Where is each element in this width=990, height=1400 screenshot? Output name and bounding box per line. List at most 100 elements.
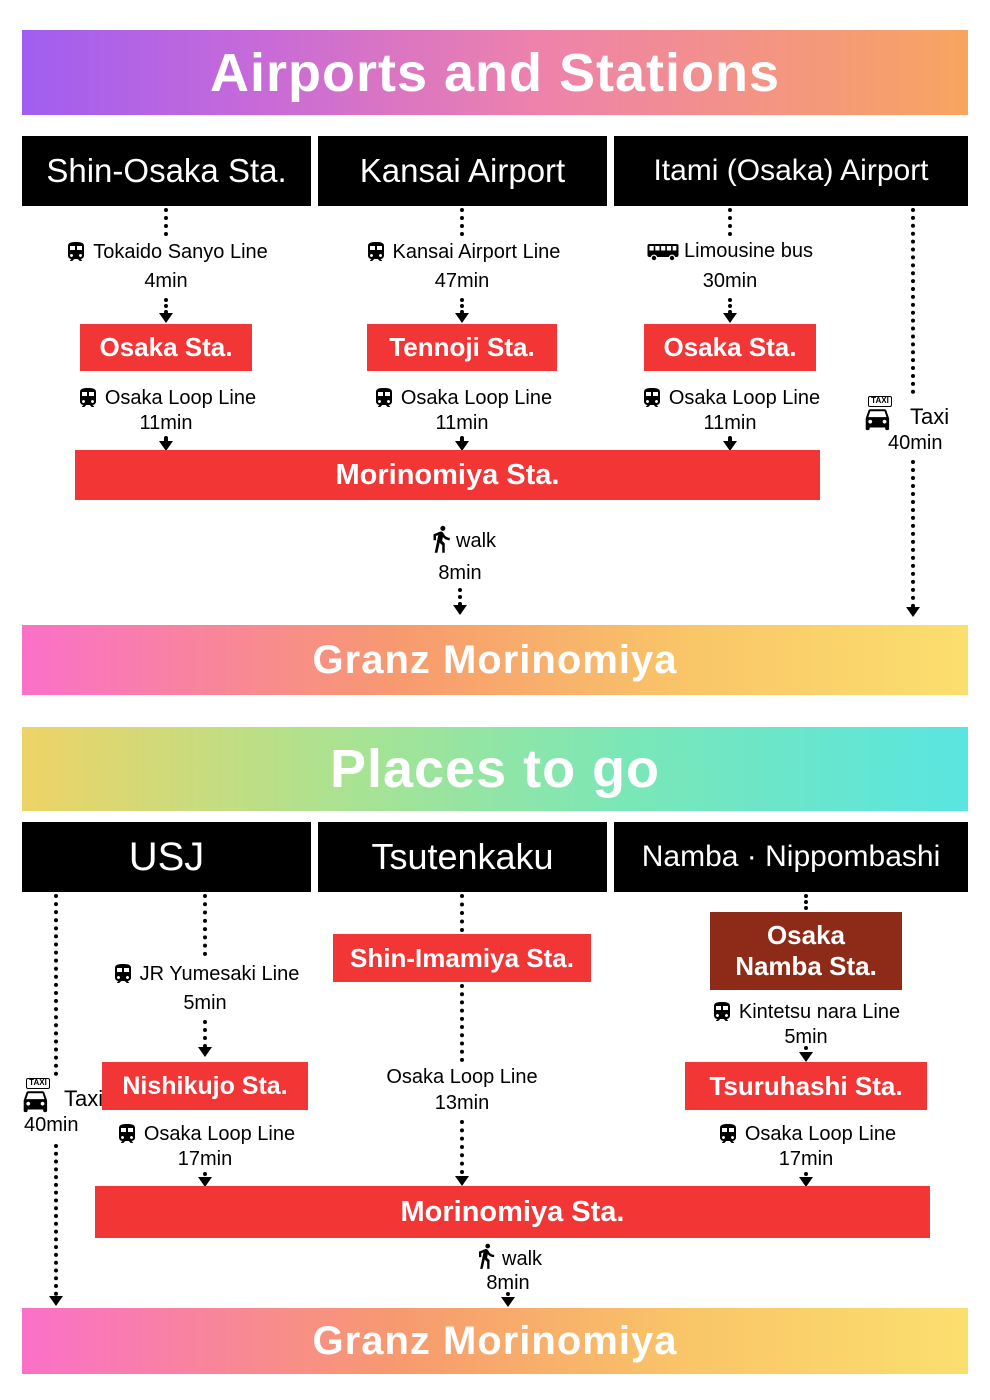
- line-name: Osaka Loop Line: [744, 1122, 897, 1145]
- station-box: Tsuruhashi Sta.: [685, 1062, 927, 1110]
- dotted-line: [506, 1292, 510, 1298]
- destination-banner: Granz Morinomiya: [22, 1308, 968, 1374]
- walk-label: walk: [502, 1248, 543, 1270]
- arrow-down-icon: [198, 1047, 212, 1057]
- duration: 17min: [177, 1148, 233, 1170]
- arrow-down-icon: [723, 313, 737, 323]
- dotted-line: [203, 1020, 207, 1048]
- taxi-icon: TAXI: [16, 1078, 60, 1116]
- arrow-down-icon: [159, 313, 173, 323]
- taxi-duration: 40min: [24, 1114, 79, 1136]
- duration: 4min: [144, 270, 188, 292]
- leg-route: Osaka Loop Line: [620, 386, 840, 410]
- dotted-line: [804, 1172, 808, 1178]
- line-name: Kintetsu nara Line: [738, 1000, 901, 1023]
- dotted-line: [728, 436, 732, 444]
- leg-route: Kansai Airport Line: [352, 240, 572, 264]
- section2-title-banner: Places to go: [22, 727, 968, 811]
- arrow-down-icon: [453, 605, 467, 615]
- line-name: Osaka Loop Line: [400, 386, 553, 409]
- dotted-line: [911, 208, 915, 394]
- arrow-down-icon: [159, 441, 173, 451]
- leg-route: Osaka Loop Line: [95, 1122, 315, 1146]
- arrow-down-icon: [723, 441, 737, 451]
- dotted-line: [728, 298, 732, 314]
- train-icon: [364, 240, 388, 264]
- origin-shin-osaka: Shin-Osaka Sta.: [22, 136, 311, 206]
- bus-icon: [647, 241, 679, 263]
- arrow-down-icon: [799, 1177, 813, 1187]
- duration: 11min: [139, 412, 193, 434]
- taxi-label: Taxi: [64, 1086, 104, 1111]
- dotted-line: [54, 894, 58, 1076]
- station-box: Tennoji Sta.: [367, 324, 557, 371]
- train-icon: [115, 1122, 139, 1146]
- line-name: Tokaido Sanyo Line: [93, 240, 268, 263]
- origin-usj: USJ: [22, 822, 311, 892]
- duration: 47min: [434, 270, 490, 292]
- dotted-line: [460, 298, 464, 314]
- arrow-down-icon: [455, 1176, 469, 1186]
- station-box: Shin-Imamiya Sta.: [333, 934, 591, 982]
- station-box: Osaka Sta.: [644, 324, 816, 371]
- origin-namba-nippombashi: Namba · Nippombashi: [614, 822, 968, 892]
- arrow-down-icon: [455, 441, 469, 451]
- dotted-line: [54, 1144, 58, 1296]
- arrow-down-icon: [455, 313, 469, 323]
- taxi-sign: TAXI: [26, 1078, 50, 1089]
- taxi-sign: TAXI: [868, 396, 892, 407]
- walk-duration: 8min: [438, 562, 482, 584]
- destination-banner: Granz Morinomiya: [22, 625, 968, 695]
- duration: 5min: [784, 1026, 828, 1048]
- line-name: Osaka Loop Line: [143, 1122, 296, 1145]
- dotted-line: [460, 1120, 464, 1174]
- train-icon: [716, 1122, 740, 1146]
- line-name: Osaka Loop Line: [668, 386, 821, 409]
- leg-route: Osaka Loop Line: [352, 386, 572, 410]
- train-icon: [640, 386, 664, 410]
- dotted-line: [460, 894, 464, 932]
- arrow-down-icon: [799, 1052, 813, 1062]
- line-name: JR Yumesaki Line: [139, 962, 300, 985]
- leg-route: Osaka Loop Line: [696, 1122, 916, 1146]
- duration: 11min: [435, 412, 489, 434]
- dotted-line: [164, 208, 168, 236]
- station-box: Osaka Sta.: [80, 324, 252, 371]
- hub-morinomiya: Morinomiya Sta.: [95, 1186, 930, 1238]
- leg-route: Osaka Loop Line: [352, 1066, 572, 1089]
- hub-morinomiya: Morinomiya Sta.: [75, 450, 820, 500]
- dotted-line: [804, 1046, 808, 1052]
- train-icon: [64, 240, 88, 264]
- train-icon: [710, 1000, 734, 1024]
- dotted-line: [804, 894, 808, 910]
- walk-icon: [472, 1242, 500, 1270]
- station-name-line1: Osaka: [766, 919, 846, 950]
- line-name: Kansai Airport Line: [392, 240, 561, 263]
- dotted-line: [911, 460, 915, 608]
- leg-route: Osaka Loop Line: [56, 386, 276, 410]
- dotted-line: [203, 1172, 207, 1178]
- station-name-line2: Namba Sta.: [735, 951, 877, 981]
- taxi-icon: TAXI: [858, 396, 902, 434]
- taxi-label: Taxi: [910, 404, 950, 429]
- station-box: Nishikujo Sta.: [102, 1062, 308, 1110]
- duration: 30min: [702, 270, 758, 292]
- arrow-down-icon: [501, 1297, 515, 1307]
- walk-icon: [426, 524, 456, 554]
- walk-label: walk: [456, 530, 497, 552]
- duration: 17min: [778, 1148, 834, 1170]
- leg-route: Kintetsu nara Line: [690, 1000, 920, 1024]
- leg-route: Limousine bus: [620, 240, 840, 263]
- arrow-down-icon: [49, 1296, 63, 1306]
- section1-title-banner: Airports and Stations: [22, 30, 968, 115]
- origin-itami-airport: Itami (Osaka) Airport: [614, 136, 968, 206]
- walk-duration: 8min: [486, 1272, 530, 1294]
- dotted-line: [460, 208, 464, 236]
- dotted-line: [164, 298, 168, 314]
- duration: 11min: [703, 412, 757, 434]
- duration: 13min: [434, 1092, 490, 1114]
- origin-kansai-airport: Kansai Airport: [318, 136, 607, 206]
- line-name: Osaka Loop Line: [104, 386, 257, 409]
- train-icon: [76, 386, 100, 410]
